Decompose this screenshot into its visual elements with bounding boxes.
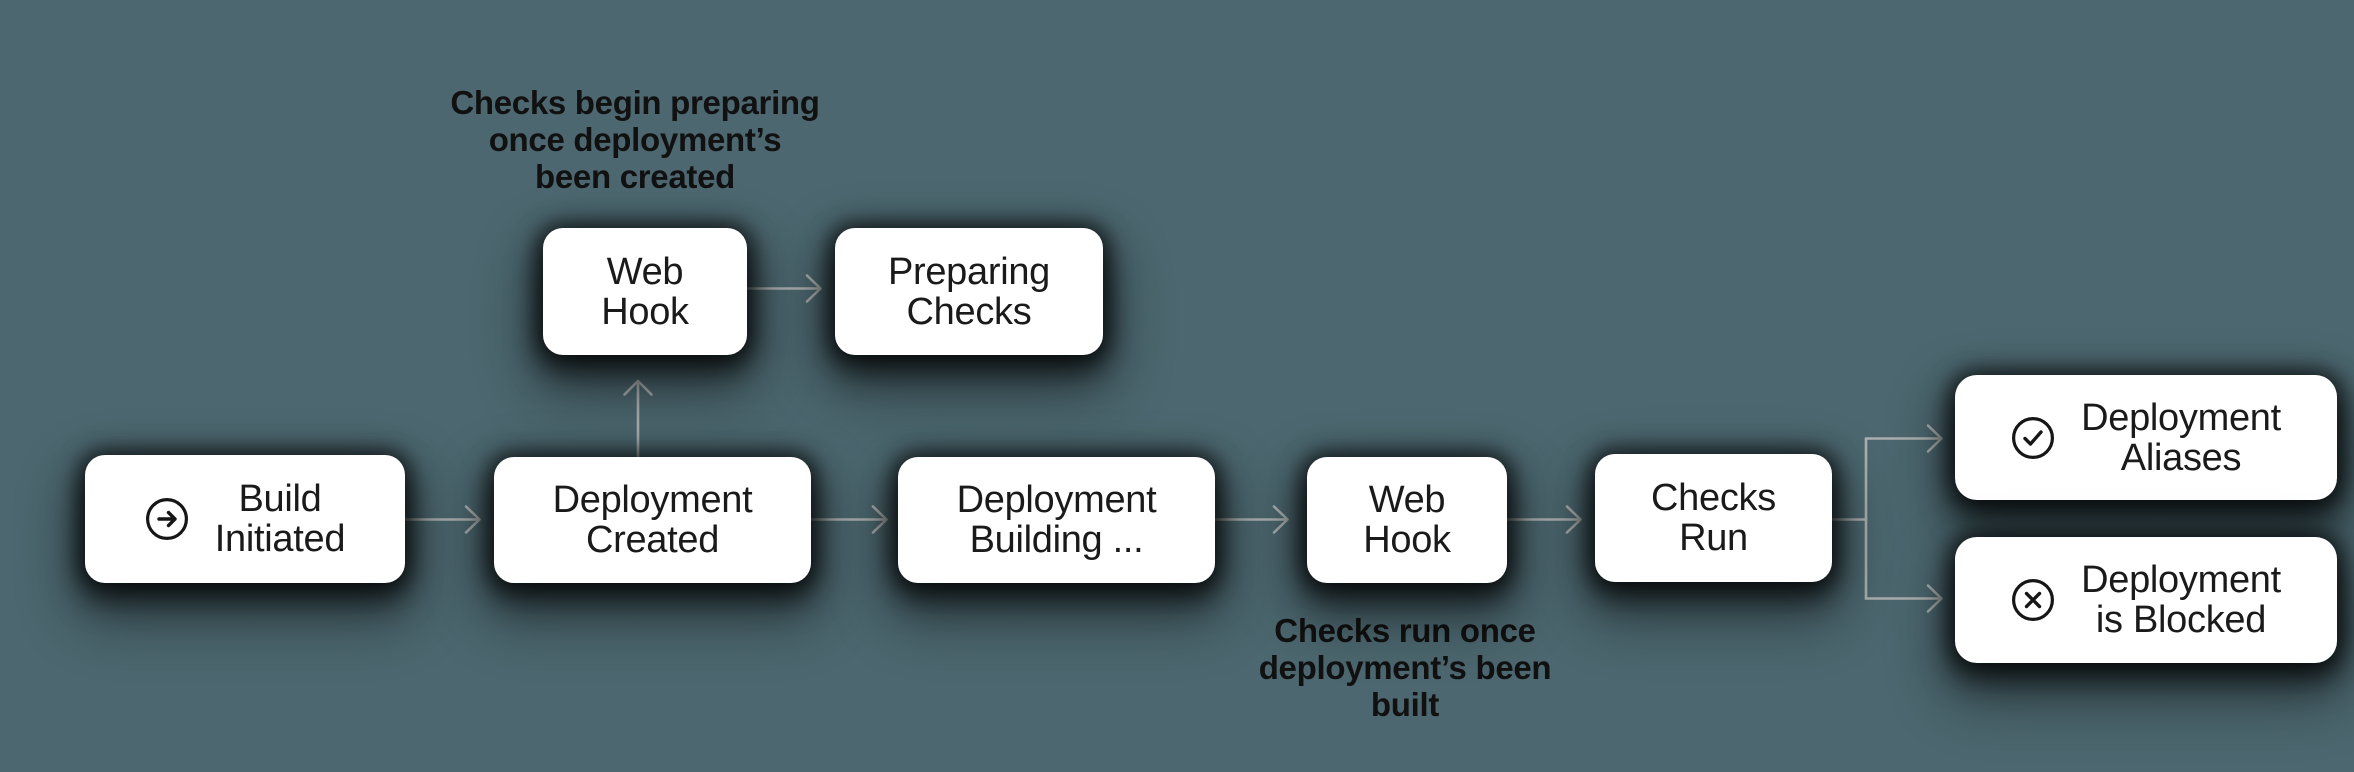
annotation-line: Checks run once bbox=[1274, 612, 1536, 649]
node-label: Deployment is Blocked bbox=[2081, 559, 2281, 641]
annotation-line: once deployment’s bbox=[488, 121, 782, 158]
node-label: Deployment Building ... bbox=[956, 479, 1157, 561]
annotation-line: deployment’s been bbox=[1258, 649, 1552, 686]
arrow-created-to-building bbox=[809, 505, 888, 534]
node-web-hook-1[interactable]: Web Hook bbox=[543, 228, 747, 355]
node-label: Web Hook bbox=[601, 250, 689, 333]
annotation-line: Checks begin preparing bbox=[450, 84, 820, 121]
node-label: Web Hook bbox=[1363, 479, 1451, 561]
annotation-checks-run-once-built[interactable]: Checks run once deployment’s been built bbox=[1155, 612, 1655, 723]
arrow-build-to-created bbox=[403, 505, 481, 534]
node-preparing-checks[interactable]: Preparing Checks bbox=[835, 228, 1103, 355]
node-label: Checks Run bbox=[1651, 477, 1776, 559]
node-label: Preparing Checks bbox=[887, 250, 1051, 333]
node-deployment-building[interactable]: Deployment Building ... bbox=[898, 457, 1215, 583]
arrow-created-to-webhook1 bbox=[623, 379, 653, 459]
annotation-line: built bbox=[1370, 686, 1440, 723]
node-web-hook-2[interactable]: Web Hook bbox=[1307, 457, 1507, 583]
node-deployment-blocked[interactable]: Deployment is Blocked bbox=[1955, 537, 2337, 663]
arrow-building-to-webhook2 bbox=[1213, 505, 1289, 534]
x-circle-icon bbox=[2012, 579, 2055, 621]
node-label: Deployment Aliases bbox=[2081, 396, 2281, 479]
arrow-webhook2-to-checks-run bbox=[1505, 505, 1582, 534]
annotation-checks-begin-preparing[interactable]: Checks begin preparing once deployment’s… bbox=[385, 84, 885, 195]
branch-checks-run-to-outcomes bbox=[1830, 424, 1943, 613]
check-circle-icon bbox=[2012, 416, 2055, 459]
node-build-initiated[interactable]: Build Initiated bbox=[85, 455, 405, 583]
node-checks-run[interactable]: Checks Run bbox=[1595, 454, 1832, 582]
node-deployment-created[interactable]: Deployment Created bbox=[494, 457, 811, 583]
node-label: Build Initiated bbox=[214, 478, 346, 560]
node-label: Deployment Created bbox=[552, 479, 753, 561]
node-deployment-aliases[interactable]: Deployment Aliases bbox=[1955, 375, 2337, 500]
arrow-webhook1-to-preparing-checks bbox=[745, 274, 822, 303]
arrow-right-circle-icon bbox=[145, 498, 188, 540]
annotation-line: been created bbox=[535, 158, 735, 195]
